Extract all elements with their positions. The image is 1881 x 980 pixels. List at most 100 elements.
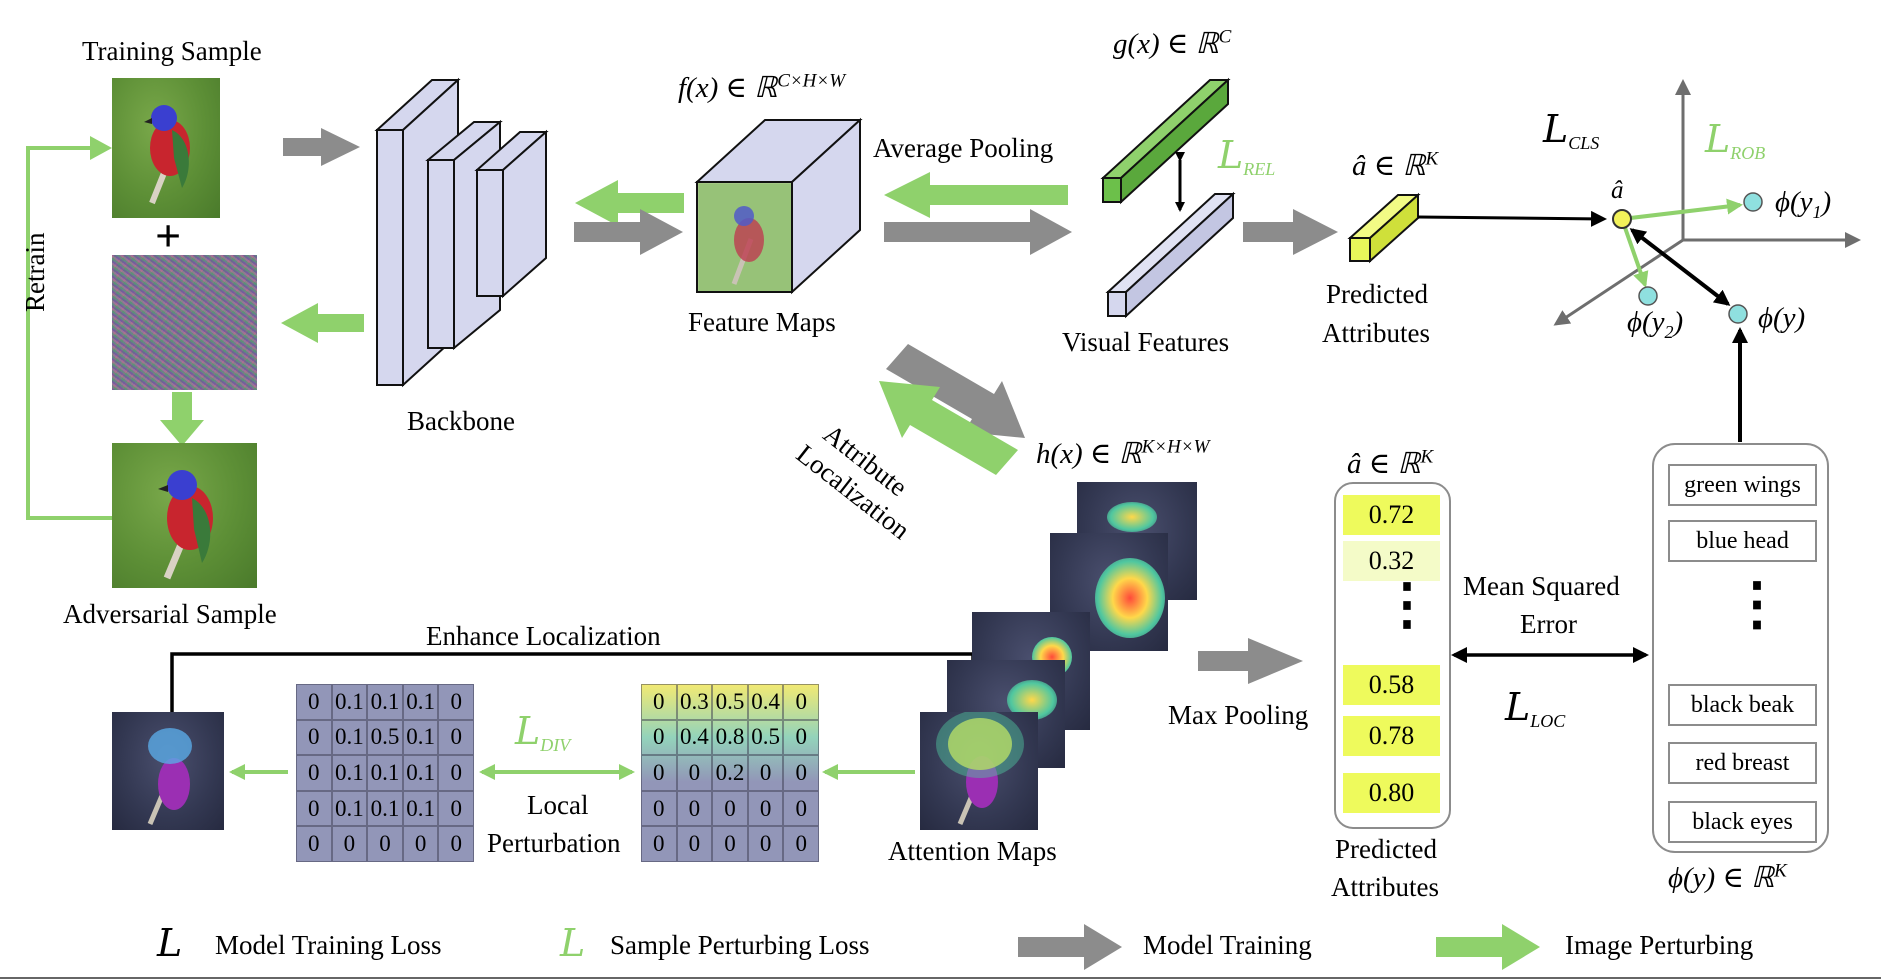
grid-cell: 0.1	[367, 684, 403, 720]
phi-y-point	[1728, 304, 1748, 324]
enhanced-localization-image	[112, 712, 224, 830]
grid-cell: 0	[783, 684, 819, 720]
perturb-down-arrow-head	[160, 420, 204, 446]
grid-cell: 0.5	[367, 719, 403, 756]
a-hat-mid-label: â ∈ ℝK	[1347, 446, 1434, 480]
feature-maps-label: Feature Maps	[688, 307, 836, 337]
attribute-item-2: black beak	[1668, 684, 1817, 726]
grid-cell: 0	[783, 755, 819, 791]
adversarial-sample-label: Adversarial Sample	[63, 599, 277, 629]
global-feature-bar	[1100, 77, 1231, 205]
mse-line2: Error	[1520, 609, 1577, 639]
predicted-attributes-top-line2: Attributes	[1322, 318, 1430, 348]
grid-cell: 0.1	[402, 684, 439, 720]
predicted-value-4: 0.80	[1343, 773, 1440, 813]
backbone-label: Backbone	[407, 406, 515, 436]
grid-cell: 0.1	[331, 719, 368, 756]
bird-icon	[731, 206, 764, 285]
bird-icon	[144, 105, 190, 205]
grid-cell: 0	[296, 719, 332, 756]
grid-cell: 0	[367, 826, 403, 862]
grid-cell: 0	[712, 790, 748, 827]
phi-y2-label: ϕ(y2)	[1627, 306, 1684, 342]
grid-cell: 0.5	[712, 684, 748, 720]
g-x-label: g(x) ∈ ℝC	[1113, 26, 1232, 60]
grid-cell: 0	[747, 755, 784, 791]
average-pooling-label: Average Pooling	[873, 133, 1054, 163]
visual-features-label: Visual Features	[1062, 327, 1230, 357]
grid-cell: 0	[676, 790, 713, 827]
grid-cell: 0.8	[712, 719, 748, 756]
grid-cell: 0.1	[331, 684, 368, 720]
heatmap-stack-2	[1050, 533, 1168, 651]
grid-cell: 0.1	[402, 755, 439, 791]
green-arrow-pool-back	[884, 172, 1068, 218]
grid-cell: 0.1	[402, 790, 439, 827]
grid-cell: 0	[438, 826, 474, 862]
bird-icon	[158, 470, 213, 580]
predicted-value-0: 0.72	[1343, 495, 1440, 535]
grid-cell: 0	[676, 826, 713, 862]
adversarial-sample-image	[112, 443, 257, 588]
grid-cell: 0	[438, 755, 474, 791]
bird-icon	[936, 712, 1024, 825]
grid-cell: 0.1	[402, 719, 439, 756]
backbone-layers	[374, 77, 549, 388]
gray-arrow-backbone-feature	[574, 209, 683, 255]
attribute-item-4: black eyes	[1668, 801, 1817, 843]
gray-arrow-input-backbone	[283, 128, 360, 166]
legend-perturb-loss-symbol: L	[560, 921, 586, 965]
grid-cell: 0.1	[331, 790, 368, 827]
grid-cell: 0	[747, 826, 784, 862]
attribute-list-dots: ⋮	[1728, 571, 1786, 636]
grid-cell: 0	[747, 790, 784, 827]
grid-cell: 0.5	[747, 719, 784, 756]
green-arrow-feature-backbone	[575, 180, 684, 226]
grid-cell: 0	[712, 826, 748, 862]
grid-cell: 0	[296, 826, 332, 862]
gray-arrow-to-attributes	[1243, 209, 1338, 255]
a-hat-point-label: â	[1611, 177, 1624, 204]
grid-cell: 0	[296, 684, 332, 720]
grid-cell: 0	[676, 755, 713, 791]
predicted-attribute-list-frame	[1334, 482, 1451, 829]
enhance-localization-line	[170, 652, 981, 712]
local-perturbation-line2: Perturbation	[487, 828, 621, 858]
grid-cell: 0	[783, 790, 819, 827]
class-attribute-list-frame	[1652, 443, 1829, 853]
noise-image	[112, 255, 257, 390]
loss-rob-label: LROB	[1705, 117, 1766, 163]
grid-cell: 0	[783, 826, 819, 862]
grid-cell: 0.2	[712, 755, 748, 791]
grid-cell: 0	[402, 826, 439, 862]
plus-sign: +	[155, 210, 182, 261]
gray-arrow-max-pooling	[1198, 638, 1303, 684]
grid-cell: 0.1	[367, 755, 403, 791]
retrain-loop-line	[26, 146, 112, 520]
h-x-label: h(x) ∈ ℝK×H×W	[1036, 436, 1210, 470]
legend-model-loss-symbol: L	[157, 921, 183, 965]
predicted-value-2: 0.58	[1343, 665, 1440, 705]
grid-cell: 0	[296, 755, 332, 791]
attention-map-front	[920, 712, 1038, 830]
grid-cell: 0	[296, 790, 332, 827]
visual-feature-bar	[1105, 191, 1236, 319]
a-hat-top-label: â ∈ ℝK	[1352, 148, 1439, 182]
legend-gray-arrow	[1018, 924, 1122, 970]
legend-green-arrow	[1436, 924, 1540, 970]
grid-cell: 0.1	[367, 790, 403, 827]
grid-cell: 0	[641, 684, 677, 720]
grid-cell: 0.4	[676, 719, 713, 756]
phi-y1-point	[1743, 192, 1763, 212]
grid-cell: 0	[641, 719, 677, 756]
legend-image-perturbing: Image Perturbing	[1565, 930, 1754, 960]
predicted-value-1: 0.32	[1343, 541, 1440, 581]
phi-y-space-label: ϕ(y) ∈ ℝK	[1668, 860, 1787, 894]
enhance-localization-label: Enhance Localization	[426, 621, 661, 651]
predicted-value-3: 0.78	[1343, 716, 1440, 756]
grid-cell: 0	[438, 684, 474, 720]
attribute-item-0: green wings	[1668, 464, 1817, 506]
